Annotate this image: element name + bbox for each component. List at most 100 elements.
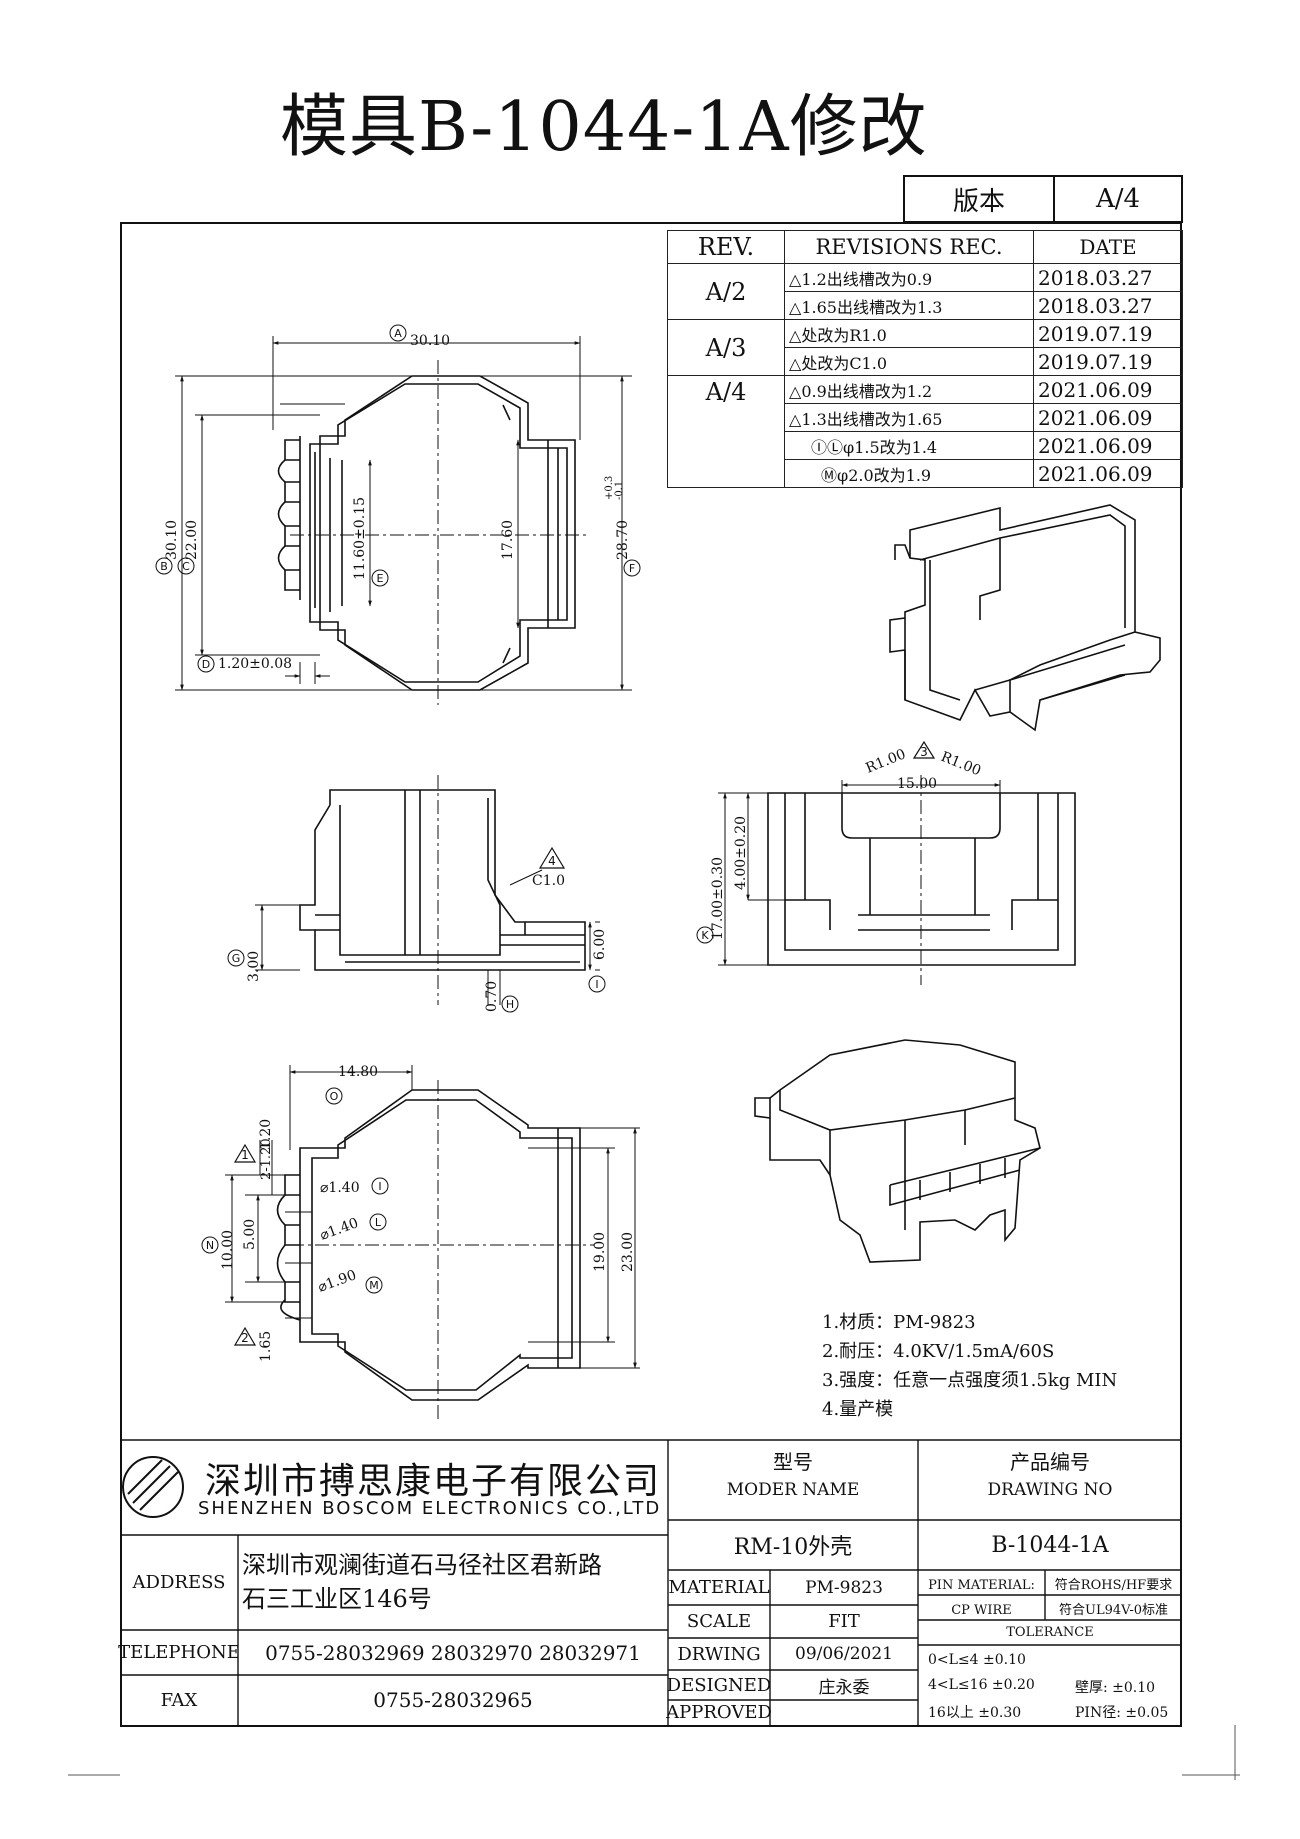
revision-triangle-2: 2	[233, 1326, 257, 1346]
revision-desc-text: 1.3出线槽改为1.65	[801, 409, 943, 429]
company-logo-icon	[122, 1456, 184, 1518]
dim-top-width: 30.10	[410, 333, 450, 349]
balloon-c: C	[177, 557, 195, 575]
dim-h19: 19.00	[592, 1232, 608, 1272]
svg-text:1: 1	[241, 1148, 249, 1162]
svg-text:I: I	[378, 1180, 381, 1193]
table-row: ⒾⓁφ1.5改为1.4 2021.06.09	[668, 431, 1183, 460]
balloon-k: K	[696, 926, 714, 944]
pin-material-values: 符合ROHS/HF要求 符合UL94V-0标准	[1045, 1573, 1182, 1623]
revision-triangle-1: 1	[233, 1143, 257, 1163]
revision-table: REV. REVISIONS REC. DATE A/2 △1.2出线槽改为0.…	[667, 230, 1183, 488]
circle-mark-icon: ⒾⓁ	[811, 437, 844, 457]
svg-text:M: M	[369, 1279, 379, 1292]
pin-material-label: PIN MATERIAL:	[928, 1578, 1035, 1593]
balloon-d: D	[197, 655, 215, 673]
revision-date: 2021.06.09	[1033, 375, 1183, 404]
revision-triangle-3: 3	[912, 740, 936, 759]
revision-desc-text: 0.9出线槽改为1.2	[801, 381, 933, 401]
designed-value: 庄永委	[818, 1677, 870, 1698]
bottom-view	[276, 1089, 581, 1401]
revision-desc-text: φ2.0改为1.9	[837, 465, 932, 485]
page-title: 模具B-1044-1A修改	[280, 88, 928, 167]
svg-text:F: F	[629, 562, 635, 575]
dim-n: 10.00	[220, 1230, 236, 1270]
approved-label: APPROVED	[666, 1702, 772, 1723]
dim-pitch-a: 1.20	[258, 1119, 274, 1150]
drawing-label-cn: 产品编号	[1010, 1450, 1090, 1474]
svg-text:G: G	[232, 952, 241, 965]
front-view	[767, 775, 1076, 985]
dim-bottom-width: 14.80	[338, 1064, 378, 1080]
svg-text:O: O	[330, 1090, 339, 1103]
revision-desc: △处改为R1.0	[784, 319, 1034, 348]
designed-label: DESIGNED	[666, 1674, 772, 1696]
version-label: 版本	[905, 177, 1055, 221]
wall-label: 壁厚:	[1075, 1680, 1108, 1696]
circle-mark-icon: Ⓜ	[821, 465, 838, 485]
balloon-o: O	[325, 1087, 343, 1105]
revision-date: 2019.07.19	[1033, 347, 1183, 376]
cp-wire-label: CP WIRE	[951, 1603, 1012, 1618]
version-value: A/4	[1095, 184, 1141, 214]
note-line: 1.材质：PM-9823	[822, 1312, 976, 1333]
title-block-grid	[120, 1439, 1182, 1725]
address-value: 深圳市观澜街道石马径社区君新路 石三工业区146号	[242, 1548, 602, 1616]
balloon-a: A	[389, 324, 407, 342]
dim-inner-17: 17.60	[500, 520, 516, 560]
svg-text:L: L	[375, 1216, 382, 1229]
balloon-g: G	[227, 949, 245, 967]
revision-desc: △1.2出线槽改为0.9	[784, 263, 1034, 292]
approved-value	[770, 1700, 918, 1725]
note-line: 4.量产模	[822, 1399, 894, 1420]
dim-hole-i: ⌀1.40	[320, 1180, 360, 1196]
drawing-sheet-border	[120, 222, 1182, 1727]
dim-right-f: 28.70	[615, 520, 631, 560]
revision-date: 2021.06.09	[1033, 459, 1183, 488]
table-row: Ⓜφ2.0改为1.9 2021.06.09	[668, 459, 1183, 488]
triangle-mark-icon: △	[789, 269, 802, 289]
svg-text:C: C	[182, 560, 190, 573]
pin-material-value: 符合ROHS/HF要求	[1054, 1578, 1173, 1593]
revision-desc: △处改为C1.0	[784, 347, 1034, 376]
dim-inner-e: 11.60±0.15	[352, 497, 368, 580]
table-row: △处改为C1.0 2019.07.19	[668, 347, 1183, 376]
scale-label: SCALE	[686, 1611, 752, 1632]
revision-date: 2019.07.19	[1033, 319, 1183, 348]
drwing-label: DRWING	[677, 1643, 761, 1665]
balloon-n: N	[201, 1236, 219, 1254]
drawing-no-value: B-1044-1A	[991, 1532, 1109, 1558]
revision-desc-text: φ1.5改为1.4	[843, 437, 938, 457]
note-line: 2.耐压：4.0KV/1.5mA/60S	[822, 1341, 1055, 1362]
address-line2: 石三工业区146号	[242, 1585, 432, 1613]
table-row: A/4 △0.9出线槽改为1.2 2021.06.09	[667, 375, 1183, 488]
fax-value: 0755-28032965	[373, 1688, 533, 1712]
revision-rev: A/2	[667, 263, 785, 320]
triangle-mark-icon: △	[789, 325, 802, 345]
fax-label: FAX	[160, 1689, 198, 1711]
balloon-i: I	[588, 975, 606, 993]
svg-text:B: B	[160, 560, 168, 573]
revision-desc-text: 1.2出线槽改为0.9	[801, 269, 933, 289]
svg-text:N: N	[206, 1239, 214, 1252]
drawing-no-label: 产品编号 DRAWING NO	[918, 1448, 1182, 1504]
revision-header-row: REV. REVISIONS REC. DATE	[667, 230, 1183, 264]
balloon-e: E	[371, 569, 389, 587]
svg-text:2: 2	[241, 1331, 249, 1345]
dim-k-inner: 4.00±0.20	[733, 816, 749, 890]
revision-header-rec: REVISIONS REC.	[784, 230, 1034, 264]
telephone-label: TELEPHONE	[118, 1642, 240, 1663]
material-label: MATERIAL	[668, 1577, 770, 1598]
dim-g: 3.00	[246, 951, 262, 982]
svg-text:K: K	[701, 929, 709, 942]
notes-block: 1.材质：PM-9823 2.耐压：4.0KV/1.5mA/60S 3.强度：任…	[822, 1308, 1117, 1424]
dim-k-height: 17.00±0.30	[710, 857, 726, 940]
top-view	[277, 375, 576, 691]
pin-diameter: PIN径: ±0.05	[1075, 1702, 1168, 1722]
note-line: 3.强度：任意一点强度须1.5kg MIN	[822, 1370, 1118, 1391]
revision-desc: △1.65出线槽改为1.3	[784, 291, 1034, 320]
svg-text:E: E	[377, 572, 384, 585]
dim-d: 1.20±0.08	[218, 656, 292, 672]
dim-height-c: 22.00	[184, 520, 200, 560]
